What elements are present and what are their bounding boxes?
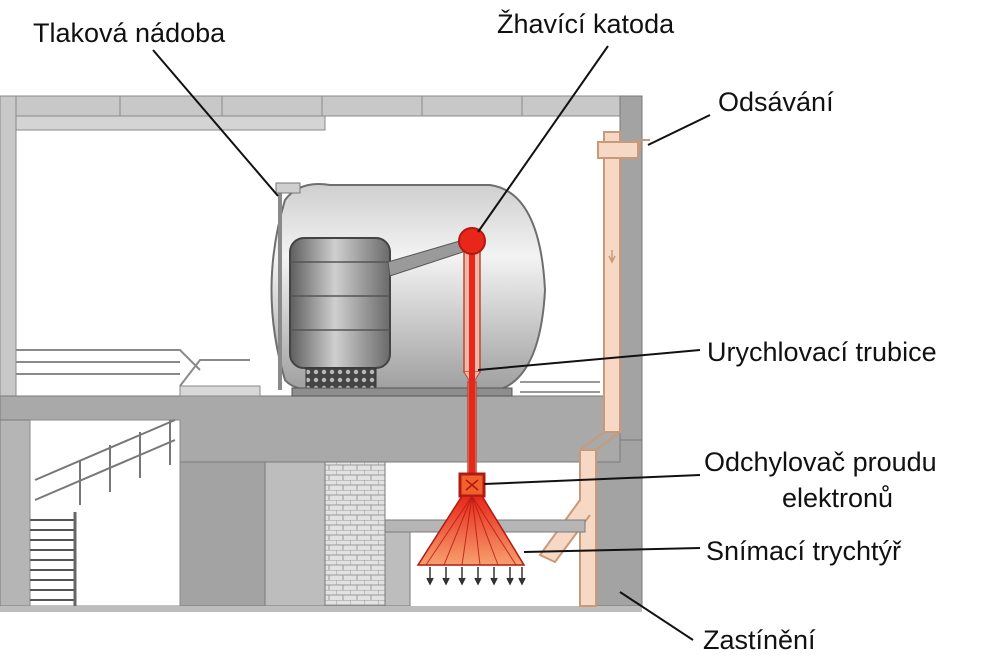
label-hot-cathode: Žhavící katoda [497, 9, 675, 39]
leader-shielding [619, 591, 694, 641]
electron-beam [469, 248, 475, 474]
label-pressure-vessel: Tlaková nádoba [33, 18, 226, 48]
leader-pressure-vessel [152, 49, 279, 197]
scanning-funnel [416, 495, 526, 566]
leader-beam-deflector [483, 474, 701, 485]
leader-exhaust [647, 114, 711, 146]
label-beam-deflector-line2: elektronů [782, 483, 894, 513]
leader-hot-cathode [477, 45, 609, 233]
leader-accelerator-tube [477, 349, 701, 371]
leader-scanning-funnel [523, 547, 701, 553]
label-accelerator-tube: Urychlovací trubice [707, 337, 937, 367]
label-shielding: Zastínění [703, 625, 816, 655]
label-beam-deflector-line1: Odchylovač proudu [704, 447, 937, 477]
scan-arrows [426, 567, 526, 586]
hot-cathode [458, 227, 486, 255]
pressure-vessel [270, 182, 547, 397]
label-scanning-funnel: Snímací trychtýř [706, 536, 902, 566]
leader-lines [152, 45, 711, 641]
label-exhaust: Odsávání [718, 87, 834, 117]
